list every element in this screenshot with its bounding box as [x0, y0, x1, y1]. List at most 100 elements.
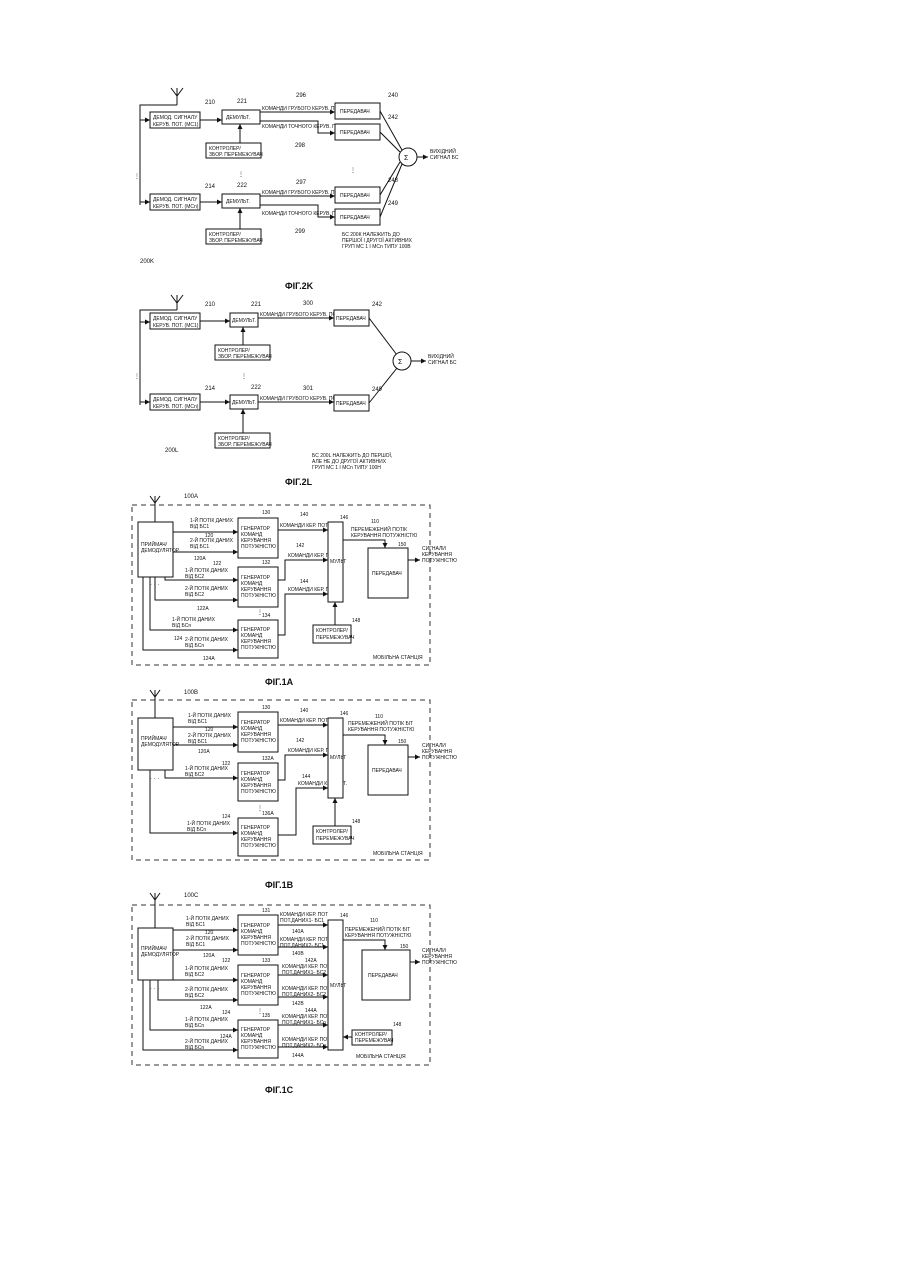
- stream-label: ПЕРЕМЕЖЕНИЙ ПОТІК БІТ: [345, 925, 410, 933]
- fig2l-note-2: АЛЕ НЕ ДО ДРУГОЇ АКТИВНИХ: [312, 458, 387, 465]
- controller-1-label-2: ЗБОР. ПЕРЕМЕЖУВАЧ: [209, 152, 263, 158]
- ref-136A: 136A: [262, 811, 274, 817]
- demux-n-label: ДЕМУЛЬТ.: [226, 199, 250, 205]
- summer-symbol: Σ: [404, 155, 409, 162]
- coarse-cmd-1: КОМАНДИ ГРУБОГО КЕРУВ. ПОТ.: [262, 106, 342, 112]
- stream-2-bs2: 2-Й ПОТІК ДАНИХ: [185, 584, 229, 592]
- svg-text:⋮: ⋮: [350, 168, 356, 174]
- fig1c-caption: ФІГ.1C: [265, 1085, 294, 1095]
- mux-label: МУЛЬТ: [330, 755, 346, 761]
- ref-134: 134: [262, 613, 271, 619]
- mux-label: МУЛЬТ: [330, 559, 346, 565]
- ref-297: 297: [296, 180, 307, 186]
- stream-2-bs1-2: ВІД БС1: [190, 544, 209, 550]
- mobile-station-label: МОБІЛЬНА СТАНЦІЯ: [373, 851, 423, 857]
- ref-135: 135: [262, 1013, 271, 1019]
- ref-146: 146: [340, 913, 349, 919]
- mobile-station-label: МОБІЛЬНА СТАНЦІЯ: [373, 655, 423, 661]
- fig-2k: ⋮ ДЕМОД. СИГНАЛУ КЕРУВ. ПОТ. (МС1) 210 Д…: [134, 88, 459, 291]
- ref-142b: 142B: [292, 1001, 304, 1007]
- ref-299: 299: [295, 229, 306, 235]
- cmd-1-label-2: ПОТ.ДАНИХ1- БС1: [280, 918, 324, 924]
- stream-label: ПЕРЕМЕЖЕНИЙ ПОТІК БІТ: [348, 719, 413, 727]
- ref-120A: 120A: [198, 749, 210, 755]
- ref-150: 150: [398, 739, 407, 745]
- fig-1c: 100C ПРИЙМАЧ/ ДЕМОДУЛЯТОР · · · 1-Й ПОТІ…: [132, 893, 457, 1095]
- ref-130: 130: [262, 705, 271, 711]
- transmitter-label: ПЕРЕДАВАЧ: [368, 973, 398, 979]
- receiver-label-2: ДЕМОДУЛЯТОР: [141, 548, 180, 554]
- bs-output-label-2: СИГНАЛ БС: [428, 360, 457, 366]
- ref-150: 150: [400, 944, 409, 950]
- transmitter-248-label: ПЕРЕДАВАЧ: [340, 193, 370, 199]
- fig2l-caption: ФІГ.2L: [285, 477, 313, 487]
- antenna-icon: [171, 88, 183, 105]
- ref-298: 298: [295, 143, 306, 149]
- demod-ms1-label: ДЕМОД. СИГНАЛУ: [153, 115, 198, 121]
- demod-msn-label-2: КЕРУВ. ПОТ. (МСn): [153, 404, 199, 410]
- ref-140a: 140A: [292, 929, 304, 935]
- ref-132: 132: [262, 560, 271, 566]
- ref-150: 150: [398, 542, 407, 548]
- fig2k-note-2: ПЕРШОЇ І ДРУГОЇ АКТИВНИХ: [342, 237, 413, 244]
- svg-text:⋮: ⋮: [134, 174, 140, 180]
- stream-2-bsn-2: ВІД БСn: [185, 1045, 204, 1051]
- demod-ms1-label-2: КЕРУВ. ПОТ. (МС1): [153, 323, 199, 329]
- ref-221: 221: [237, 99, 248, 105]
- receiver-label-2: ДЕМОДУЛЯТОР: [141, 952, 180, 958]
- cmd-5-label-2: ПОТ.ДАНИХ1- БСn: [282, 1020, 326, 1026]
- ref-130: 130: [262, 510, 271, 516]
- cmd-label-1: КОМАНДИ КЕР. ПОТ.: [280, 523, 329, 529]
- ref-222: 222: [251, 385, 262, 391]
- ref-144a: 144A: [305, 1008, 317, 1014]
- cmd-6-label-2: ПОТ.ДАНИХ2- БСn: [282, 1043, 326, 1049]
- transmitter-label: ПЕРЕДАВАЧ: [372, 571, 402, 577]
- stream-2-bsn: 2-Й ПОТІК ДАНИХ: [185, 635, 229, 643]
- ref-296: 296: [296, 93, 307, 99]
- controller-n-label-2: ЗБОР. ПЕРЕМЕЖУВАЧ: [209, 238, 263, 244]
- ref-240: 240: [388, 93, 399, 99]
- ref-222: 222: [237, 183, 248, 189]
- ref-140: 140: [300, 512, 309, 518]
- generator-label-4: ПОТУЖНІСТЮ: [241, 645, 276, 651]
- ref-110: 110: [370, 918, 378, 924]
- ref-301: 301: [303, 386, 314, 392]
- fig-1b: 100B ПРИЙМАЧ/ ДЕМОДУЛЯТОР · · · 1-Й ПОТІ…: [132, 690, 457, 890]
- ref-142: 142: [296, 738, 305, 744]
- controller-label-2: ПЕРЕМЕЖУВАЧ: [316, 836, 354, 842]
- fig1a-caption: ФІГ.1A: [265, 677, 294, 687]
- transmitter-249-label: ПЕРЕДАВАЧ: [340, 215, 370, 221]
- svg-text:⋮: ⋮: [238, 172, 244, 178]
- controller-label: КОНТРОЛЕР/: [316, 628, 348, 634]
- bs-output-label-2: СИГНАЛ БС: [430, 155, 459, 161]
- transmitter-242-label: ПЕРЕДАВАЧ: [336, 316, 366, 322]
- fig-1a: 100A ПРИЙМАЧ/ ДЕМОДУЛЯТОР · · · 1-Й ПОТІ…: [132, 494, 457, 687]
- stream-label-2: КЕРУВАННЯ ПОТУЖНІСТЮ: [351, 533, 417, 539]
- generator-label-4: ПОТУЖНІСТЮ: [241, 544, 276, 550]
- ref-100a: 100A: [184, 494, 198, 500]
- output-signals-label-3: ПОТУЖНІСТЮ: [422, 960, 457, 966]
- fig2k-note-3: ГРУП МС 1 І МСn ТИПУ 100В: [342, 244, 411, 250]
- ref-120a: 120A: [194, 556, 206, 562]
- stream-1-bs1-2: ВІД БС1: [186, 922, 205, 928]
- ref-124: 124: [222, 814, 231, 820]
- ref-144: 144: [300, 579, 309, 585]
- controller-1-label-2: ЗБОР. ПЕРЕМЕЖУВАЧ: [218, 354, 272, 360]
- stream-1-bs2-2: ВІД БС2: [185, 574, 204, 580]
- antenna-icon: [150, 496, 160, 522]
- ref-110: 110: [371, 519, 379, 525]
- stream-2-bs1-2: ВІД БС1: [186, 942, 205, 948]
- fine-cmd-1: КОМАНДИ ТОЧНОГО КЕРУВ. ПОТ.: [262, 124, 344, 130]
- generator-label-4: ПОТУЖНІСТЮ: [241, 1045, 276, 1051]
- demux-n-label: ДЕМУЛЬТ.: [232, 400, 256, 406]
- ref-148: 148: [352, 819, 361, 825]
- ref-120: 120: [205, 533, 214, 539]
- ref-146: 146: [340, 515, 349, 521]
- stream-1-bs2-2: ВІД БС2: [185, 772, 204, 778]
- stream-label-2: КЕРУВАННЯ ПОТУЖНІСТЮ: [345, 933, 411, 939]
- ref-200k: 200K: [140, 259, 154, 265]
- coarse-cmd-n: КОМАНДИ ГРУБОГО КЕРУВ. ПОТ.: [262, 190, 342, 196]
- stream-1-bsn: 1-Й ПОТІК ДАНИХ: [172, 615, 216, 623]
- ref-214: 214: [205, 386, 216, 392]
- stream-1-bs1-2: ВІД БС1: [190, 524, 209, 530]
